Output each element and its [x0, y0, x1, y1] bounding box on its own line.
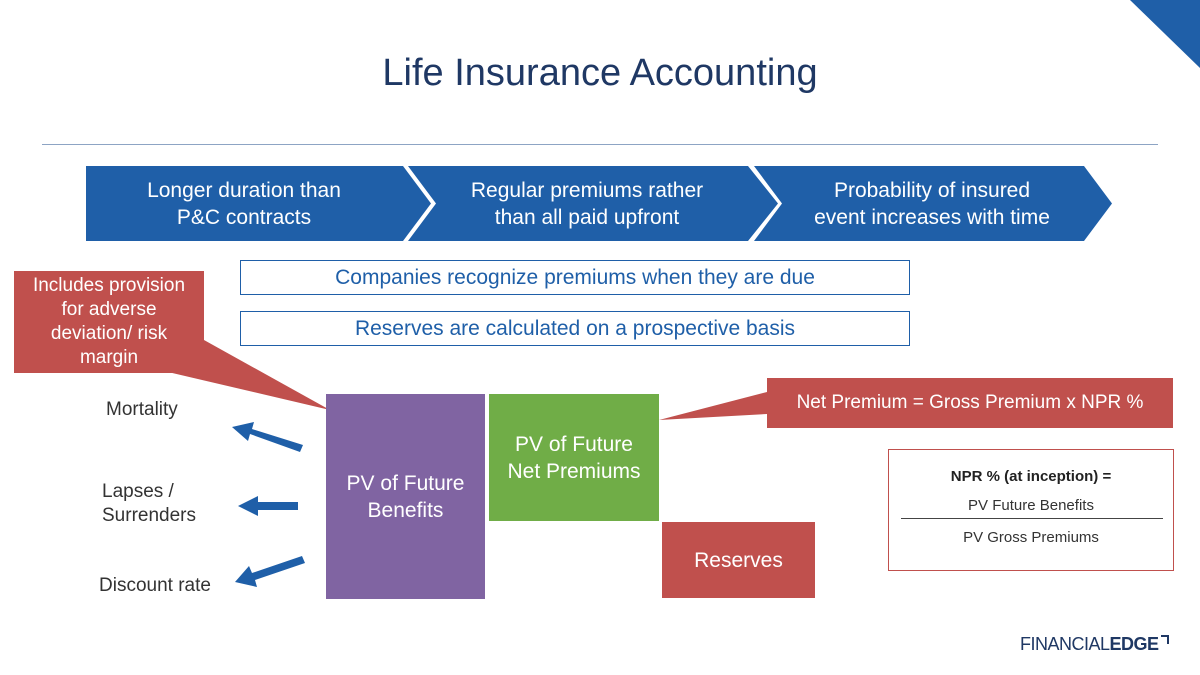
- pv-benefits-line2: Benefits: [367, 498, 444, 522]
- arrow-lapses-icon: [238, 496, 298, 516]
- chevron-1-line1: Longer duration than: [147, 178, 341, 202]
- reserves-block: Reserves: [662, 522, 815, 598]
- callout-left-line4: margin: [79, 347, 139, 368]
- npr-numerator: PV Future Benefits: [968, 497, 1094, 514]
- chevron-3-text: Probability of insured event increases wi…: [780, 166, 1084, 241]
- npr-formula-box: NPR % (at inception) = PV Future Benefit…: [888, 449, 1174, 571]
- title-divider: [42, 144, 1158, 145]
- npr-denominator: PV Gross Premiums: [963, 529, 1099, 546]
- chevron-process: [86, 166, 1112, 241]
- chevron-1-line2: P&C contracts: [176, 205, 312, 229]
- logo-part2: EDGE: [1109, 634, 1160, 654]
- callout-right-pointer: [659, 392, 767, 420]
- chevron-3-line2: event increases with time: [814, 205, 1050, 229]
- chevron-3-shape: [754, 166, 1112, 241]
- pv-premiums-line1: PV of Future: [515, 432, 633, 456]
- factor-discount-rate: Discount rate: [99, 575, 211, 596]
- factor-lapses-line1: Lapses /: [102, 481, 174, 502]
- corner-accent: [1130, 0, 1200, 68]
- factor-lapses: Lapses / Surrenders: [102, 480, 196, 528]
- chevron-2-line2: than all paid upfront: [494, 205, 680, 229]
- arrow-discount-icon: [235, 556, 305, 587]
- statement-premiums: Companies recognize premiums when they a…: [240, 260, 910, 295]
- logo-mark-icon: [1160, 635, 1169, 644]
- factor-mortality: Mortality: [106, 399, 178, 420]
- arrow-mortality-icon: [232, 422, 303, 452]
- statement-reserves: Reserves are calculated on a prospective…: [240, 311, 910, 346]
- callout-left-line2: for adverse: [61, 299, 157, 320]
- callout-left-line1: Includes provision: [32, 275, 186, 296]
- risk-margin-callout: Includes provision for adverse deviation…: [14, 271, 204, 373]
- logo-part1: FINANCIAL: [1020, 634, 1110, 654]
- pv-premiums-line2: Net Premiums: [507, 459, 641, 483]
- chevron-2-shape: [408, 166, 778, 241]
- factor-lapses-line2: Surrenders: [102, 505, 196, 526]
- npr-fraction-line: [901, 518, 1163, 519]
- slide-title: Life Insurance Accounting: [382, 52, 818, 94]
- callout-left-line3: deviation/ risk: [50, 323, 168, 344]
- chevron-2-line1: Regular premiums rather: [470, 178, 704, 202]
- npr-heading: NPR % (at inception) =: [950, 468, 1112, 485]
- pv-benefits-line1: PV of Future: [346, 471, 465, 495]
- net-premium-callout: Net Premium = Gross Premium x NPR %: [767, 378, 1173, 428]
- chevron-1-shape: [86, 166, 431, 241]
- chevron-3-line1: Probability of insured: [833, 178, 1031, 202]
- callout-left-pointer: [168, 340, 330, 410]
- chevron-2-text: Regular premiums rather than all paid upf…: [432, 166, 742, 241]
- financial-edge-logo: FINANCIALEDGE: [1020, 634, 1170, 655]
